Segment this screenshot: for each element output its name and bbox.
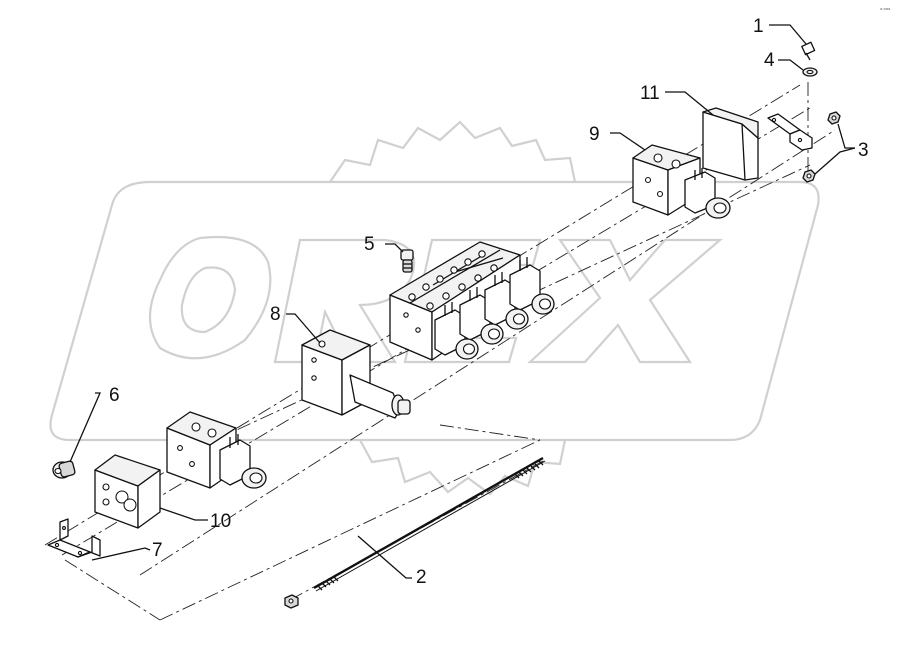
callout-7: 7 bbox=[152, 540, 163, 561]
callout-11: 11 bbox=[640, 83, 660, 104]
screw-part bbox=[801, 41, 816, 61]
end-plate-part bbox=[702, 107, 759, 181]
callout-10: 10 bbox=[210, 511, 231, 532]
base-plate-part bbox=[94, 454, 161, 529]
valve-bank-assembly bbox=[389, 241, 555, 361]
callout-9: 9 bbox=[589, 124, 600, 145]
valve-lower-left-part bbox=[166, 411, 267, 489]
pressure-block-part bbox=[301, 329, 411, 419]
callout-2: 2 bbox=[416, 567, 427, 588]
callout-5: 5 bbox=[364, 234, 375, 255]
callout-4: 4 bbox=[764, 50, 775, 71]
callout-8: 8 bbox=[270, 304, 281, 325]
callout-labels: 1 2 3 4 5 6 7 8 9 10 11 bbox=[109, 16, 869, 588]
nut-part bbox=[802, 111, 841, 183]
callout-6: 6 bbox=[109, 385, 120, 406]
tie-rod-part bbox=[284, 456, 546, 609]
callout-3: 3 bbox=[858, 140, 869, 161]
mounting-bracket-top bbox=[767, 113, 813, 151]
valve-upper-right-part bbox=[632, 144, 731, 219]
corner-tag: a·aaa bbox=[880, 6, 891, 11]
callout-1: 1 bbox=[753, 16, 764, 37]
leader-lines bbox=[69, 24, 856, 579]
washer-part bbox=[802, 67, 818, 77]
fitting-part-6 bbox=[52, 460, 76, 479]
fitting-part-5 bbox=[400, 249, 414, 273]
mounting-bracket-bottom bbox=[47, 518, 101, 558]
